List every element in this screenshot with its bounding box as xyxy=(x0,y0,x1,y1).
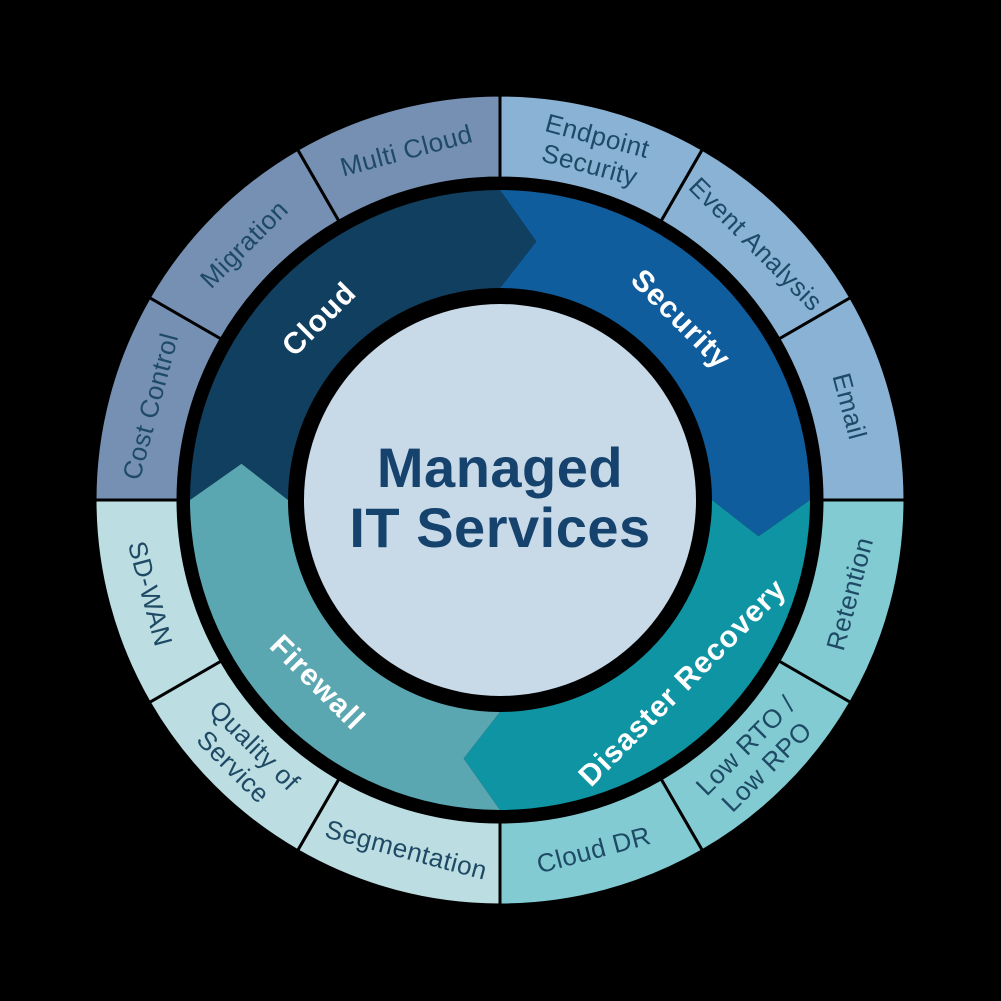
inner-ring xyxy=(190,190,810,810)
center-title-line1: Managed xyxy=(377,436,623,499)
outer-segment-multi-cloud xyxy=(295,93,502,224)
inner-segment-cloud xyxy=(190,190,537,500)
center-circle xyxy=(304,304,696,696)
inner-segment-disaster-recovery xyxy=(463,500,810,810)
inner-segment-firewall xyxy=(190,463,500,810)
inner-segment-security xyxy=(500,190,810,537)
center-title-line2: IT Services xyxy=(349,496,650,559)
center-title: Managed IT Services xyxy=(349,436,650,559)
outer-ring xyxy=(93,93,907,907)
